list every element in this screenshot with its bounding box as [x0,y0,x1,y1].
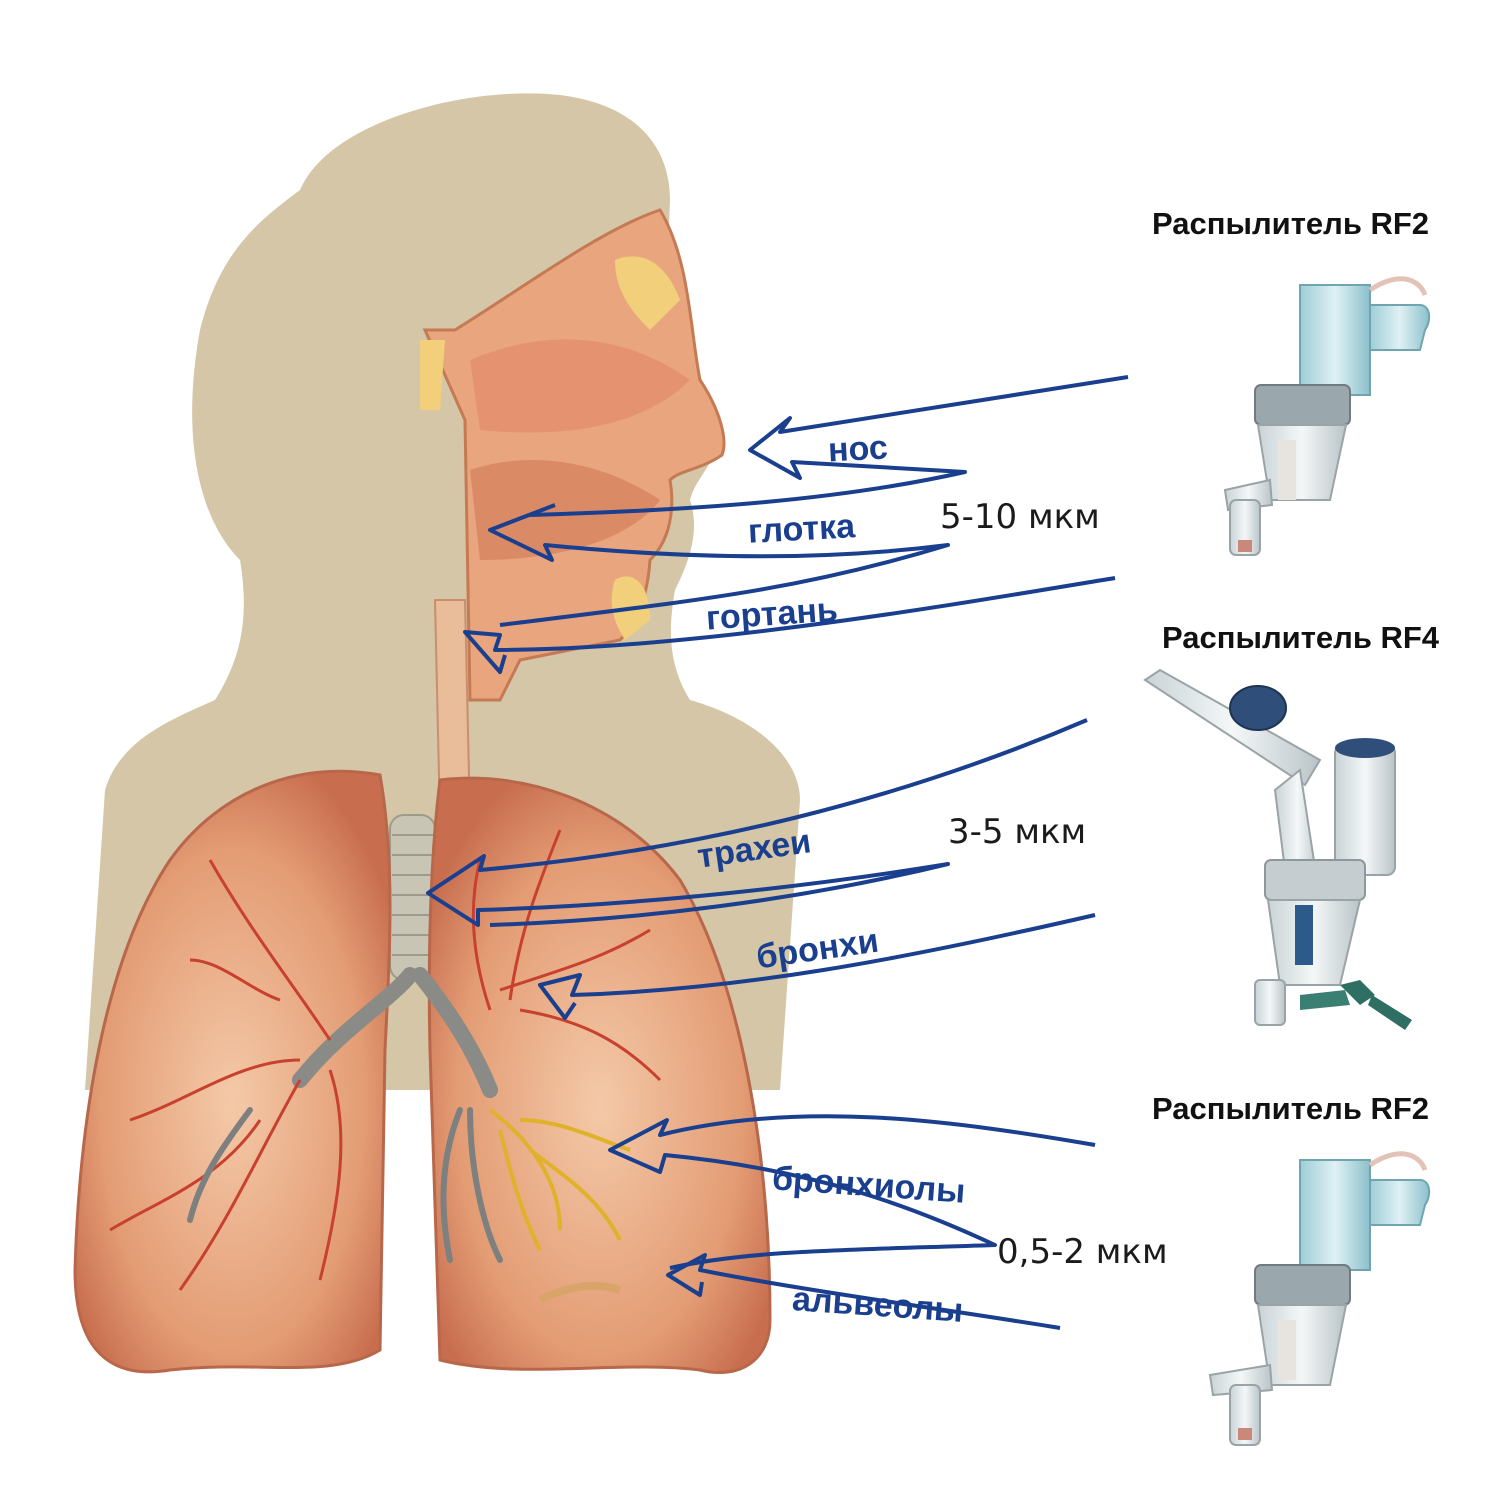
nebulizer-rf4-image [1143,668,1412,1030]
particle-size-label-upper: 5-10 мкм [940,497,1100,537]
nebulizer-rf2-bottom-image [1208,1151,1431,1446]
lungs [73,769,772,1375]
nebulizer-rf2-top-image [1223,276,1431,556]
deposition-arrows [426,375,1129,1330]
nebulizer-title-rf2-top: Распылитель RF2 [1152,206,1430,241]
nebulizer-title-rf4: Распылитель RF4 [1162,620,1440,655]
region-label-nose: нос [827,428,889,470]
vessel-tree-left [109,859,343,1291]
region-label-larynx: гортань [704,590,839,638]
particle-size-label-lower: 0,5-2 мкм [997,1232,1168,1272]
region-label-pharynx: глотка [747,507,856,551]
particle-size-label-middle: 3-5 мкм [948,812,1087,852]
bronchiole-tree [488,1108,631,1251]
nebulizer-title-rf2-bottom: Распылитель RF2 [1152,1091,1430,1126]
head-cross-section [420,208,726,702]
